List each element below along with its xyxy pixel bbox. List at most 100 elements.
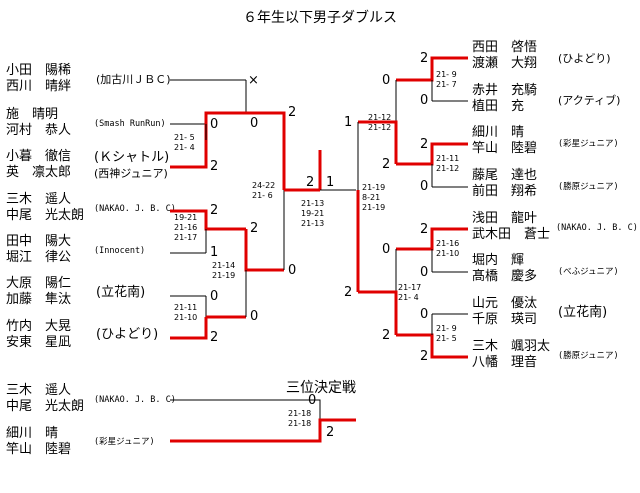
- left-score-r1d-b: 21-10: [174, 313, 197, 322]
- left-scores: 21- 5 21- 4 19-21 21-16 21-17 21-14 21-1…: [174, 133, 275, 322]
- left-score-r1b-a: 21- 5: [174, 133, 195, 142]
- third-pair-2-player-1: 細川 晴: [6, 426, 58, 441]
- right-r2-score-top-b: 21-12: [368, 123, 391, 132]
- left-score-r1b-b: 21- 4: [174, 143, 195, 152]
- final-score-b: 19-21: [301, 209, 324, 218]
- right-pair-7-player-1: 山元 優汰: [472, 296, 537, 311]
- third-red-pair2: [170, 418, 356, 443]
- right-mark-pair5: 2: [420, 222, 428, 237]
- left-mark-pair2: 0: [210, 117, 218, 132]
- right-score-r1b-b: 21-12: [436, 164, 459, 173]
- right-score-r1d-a: 21- 9: [436, 324, 457, 333]
- left-mark-pair5: 1: [210, 245, 218, 260]
- right-score-r1d-b: 21- 5: [436, 334, 457, 343]
- right-pair-4-team: (勝原ジュニア): [558, 181, 619, 192]
- left-pair-7-player-2: 安東 星凪: [6, 334, 71, 350]
- left-pair-6-player-1: 大原 陽仁: [6, 276, 71, 291]
- left-pair-4-team: (NAKAO. J. B. C): [94, 204, 176, 214]
- third-score-b: 21-18: [288, 419, 311, 428]
- left-mark-pair4: 2: [210, 203, 218, 218]
- right-pair-5-team: (NAKAO. J. B. C): [556, 223, 638, 233]
- right-pair-3-team: (彩星ジュニア): [558, 138, 619, 149]
- right-names: 西田 啓悟 渡瀬 大翔 (ひよどり) 赤井 充騎 植田 充 (アクティブ) 細川…: [472, 40, 638, 370]
- left-red-r2-top: [246, 111, 286, 190]
- left-pair-4-player-2: 中尾 光太朗: [6, 208, 84, 223]
- left-pair-3-player-2: 英 凛太郎: [6, 164, 71, 180]
- left-pair-2-player-1: 施 晴明: [6, 107, 58, 122]
- third-score-a: 21-18: [288, 409, 311, 418]
- right-r2-mark-1: 0: [382, 73, 390, 88]
- left-score-r1d-a: 21-11: [174, 303, 197, 312]
- third-pair-1-team: (NAKAO. J. B. C): [94, 395, 176, 405]
- left-names: 小田 陽稀 西川 晴絆 (加古川ＪＢＣ) 施 晴明 河村 恭人 (Smash R…: [6, 63, 176, 350]
- left-score-r1c-b: 21-16: [174, 223, 197, 232]
- right-red-pair5: [396, 227, 468, 251]
- right-score-r1c-b: 21-10: [436, 249, 459, 258]
- left-red-pair7: [170, 317, 208, 340]
- page-title: ６年生以下男子ダブルス: [243, 9, 397, 26]
- left-pair-4-player-1: 三木 遥人: [6, 192, 71, 207]
- right-r2-score-top-a: 21-12: [368, 113, 391, 122]
- right-red-r2-bot: [358, 290, 398, 335]
- left-pair-2-team: (Smash RunRun): [94, 119, 166, 129]
- left-score-r2-a: 21-14: [212, 261, 235, 270]
- left-pair-3-team-2: (西神ジュニア): [94, 166, 168, 180]
- third-place-match: 三位決定戦 三木 遥人 中尾 光太朗 (NAKAO. J. B. C) 細川 晴…: [6, 380, 356, 457]
- right-pair-1-team: (ひよどり): [558, 52, 611, 65]
- right-mark-pair3: 2: [420, 137, 428, 152]
- left-pair-7-team: (ひよどり): [96, 327, 158, 342]
- left-pair-6-team: (立花南): [96, 284, 145, 300]
- right-pair-7-team: (立花南): [558, 304, 607, 320]
- final-right-mark: 1: [326, 175, 334, 190]
- right-red-r2-top: [358, 120, 398, 164]
- final-scores: 1 21-13 19-21 21-13: [301, 175, 356, 228]
- final-score-c: 21-13: [301, 219, 324, 228]
- left-pair-3-player-1: 小暮 徹信: [6, 149, 71, 164]
- left-score-r1c-a: 19-21: [174, 213, 197, 222]
- right-red-pair8: [396, 333, 468, 359]
- left-r2-mark-top: 0: [250, 116, 258, 131]
- right-score-r1a-b: 21- 7: [436, 80, 457, 89]
- left-sf-score-b: 21- 6: [252, 191, 273, 200]
- right-pair-8-player-2: 八幡 理音: [472, 354, 537, 370]
- left-pair-1-player-2: 西川 晴絆: [6, 79, 71, 94]
- right-pair-8-player-1: 三木 颯羽太: [472, 339, 550, 354]
- right-pair-3-player-2: 竿山 陸碧: [472, 140, 537, 156]
- right-bracket-lines: [356, 56, 468, 359]
- left-pair-6-player-2: 加藤 隼汰: [6, 291, 71, 307]
- right-score-r1c-a: 21-16: [436, 239, 459, 248]
- right-mark-pair1: 2: [420, 51, 428, 66]
- right-mark-pair2: 0: [420, 93, 428, 108]
- right-pair-1-player-1: 西田 啓悟: [472, 40, 537, 55]
- right-sf-mark-bot: 2: [344, 285, 352, 300]
- left-mark-pair3: 2: [210, 159, 218, 174]
- left-bracket-lines: [170, 79, 322, 340]
- left-score-r1c-c: 21-17: [174, 233, 197, 242]
- right-r2-score-bot-b: 21- 4: [398, 293, 419, 302]
- third-line-pair1: [170, 399, 321, 420]
- right-sf-score-c: 21-19: [362, 203, 385, 212]
- left-sf-score-a: 24-22: [252, 181, 275, 190]
- left-red-pair4: [170, 209, 246, 231]
- left-r2-mark-bot: 0: [250, 309, 258, 324]
- final-score-a: 21-13: [301, 199, 324, 208]
- right-pair-4-player-2: 前田 翔希: [472, 183, 537, 199]
- left-mark-pair7: 2: [210, 330, 218, 345]
- right-scores: 21- 9 21- 7 21-11 21-12 21-16 21-10 21- …: [362, 70, 459, 343]
- right-sf-score-b: 8-21: [362, 193, 380, 202]
- right-mark-pair6: 0: [420, 265, 428, 280]
- left-pair-5-player-1: 田中 陽大: [6, 234, 71, 249]
- right-pair-6-player-1: 堀内 輝: [472, 252, 524, 268]
- right-pair-4-player-1: 藤尾 達也: [472, 168, 537, 183]
- right-mark-pair7: 0: [420, 307, 428, 322]
- right-pair-5-player-2: 武木田 蒼士: [472, 227, 550, 242]
- right-r2-mark-4: 2: [382, 328, 390, 343]
- right-pair-6-player-2: 髙橋 慶多: [472, 268, 537, 284]
- left-pair-7-player-1: 竹内 大晃: [6, 318, 71, 334]
- right-score-r1b-a: 21-11: [436, 154, 459, 163]
- right-pair-7-player-2: 千原 瑛司: [472, 312, 537, 327]
- left-r2-mark-mid: 2: [250, 221, 258, 236]
- left-marks: × 0 2 2 1 0 2 0 2 2 0 0 2: [210, 73, 314, 345]
